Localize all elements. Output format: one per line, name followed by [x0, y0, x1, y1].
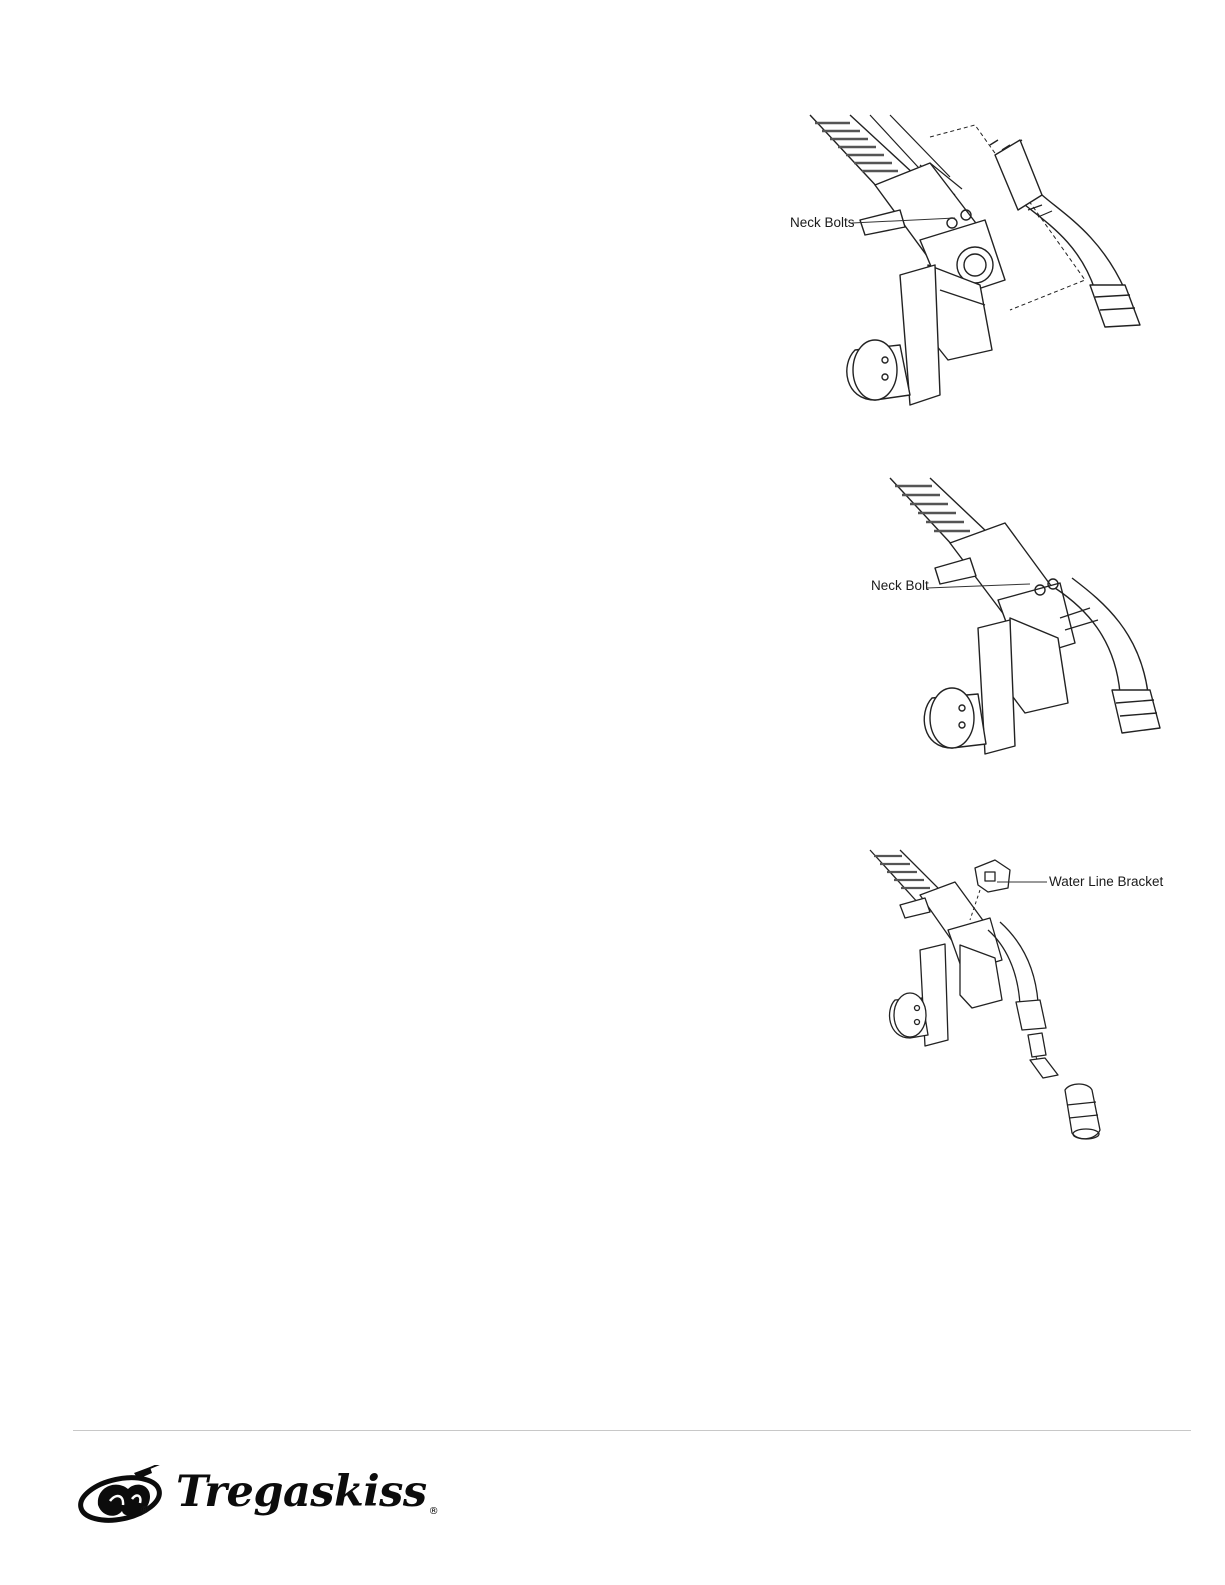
leader-neck-bolt — [925, 580, 1035, 595]
footer-divider — [73, 1430, 1191, 1431]
neck-removal-drawing — [780, 115, 1200, 415]
figure-neck-installed — [860, 478, 1180, 758]
brand-logo: ® Tregaskiss® — [76, 1465, 336, 1527]
neck-installed-drawing — [860, 478, 1180, 758]
callout-neck-bolt: Neck Bolt — [871, 578, 929, 593]
registered-mark-left: ® — [141, 1505, 148, 1516]
water-line-bracket-drawing — [860, 850, 1120, 1150]
registered-mark: ® — [429, 1506, 439, 1517]
figure-water-line-bracket — [860, 850, 1120, 1150]
leader-neck-bolts — [850, 215, 960, 230]
figure-neck-removal — [780, 115, 1200, 415]
callout-water-line-bracket: Water Line Bracket — [1049, 874, 1163, 889]
brand-wordmark: Tregaskiss® — [176, 1467, 438, 1517]
brand-emblem-icon — [76, 1465, 176, 1527]
brand-name: Tregaskiss — [176, 1467, 427, 1517]
leader-water-line-bracket — [995, 876, 1051, 888]
callout-neck-bolts: Neck Bolts — [790, 215, 855, 230]
